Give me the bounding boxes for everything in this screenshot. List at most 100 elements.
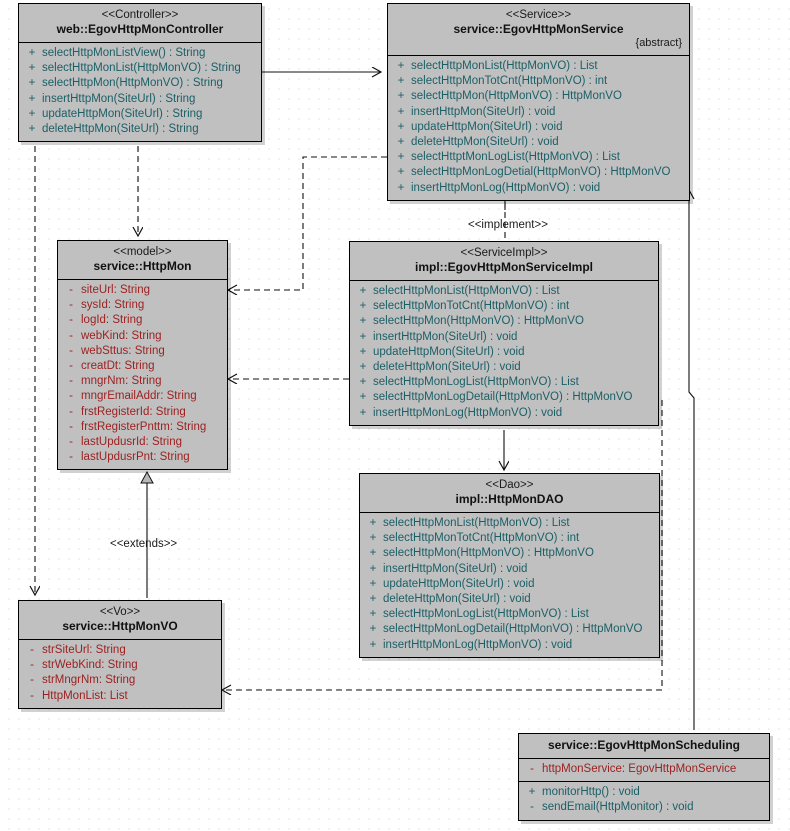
attribute-row[interactable]: -lastUpdusrId: String — [58, 435, 227, 450]
class-stereotype: <<Controller>> — [101, 9, 179, 21]
attribute-label: strMngrNm: String — [42, 674, 136, 687]
class-header: <<ServiceImpl>> impl::EgovHttpMonService… — [350, 242, 658, 281]
attribute-row[interactable]: -httpMonService: EgovHttpMonService — [519, 762, 769, 777]
class-box-vo-httpmonvo[interactable]: <<Vo>> service::HttpMonVO -strSiteUrl: S… — [18, 600, 222, 709]
visibility-marker: + — [397, 136, 405, 149]
class-name: web::EgovHttpMonController — [56, 22, 224, 36]
operation-row[interactable]: +selectHttpMon(HttpMonVO) : HttpMonVO — [388, 89, 689, 104]
operation-row[interactable]: + insertHttpMonLog(HttpMonVO) : void — [388, 181, 689, 196]
attribute-row[interactable]: -strMngrNm: String — [19, 673, 221, 688]
operation-label: selectHttpMon(HttpMonVO) : HttpMonVO — [373, 315, 584, 328]
operation-row[interactable]: +deleteHttpMon(SiteUrl) : void — [350, 360, 658, 375]
operation-row[interactable]: +selectHttpMonLogDetail(HttpMonVO) : Htt… — [360, 622, 659, 637]
class-header: <<Vo>> service::HttpMonVO — [19, 601, 221, 640]
operation-row[interactable]: +selectHttpMonList(HttpMonVO) : List — [388, 59, 689, 74]
visibility-marker: + — [397, 181, 405, 194]
attribute-label: mngrEmailAddr: String — [81, 390, 197, 403]
class-box-controller[interactable]: <<Controller>> web::EgovHttpMonControlle… — [18, 3, 262, 143]
attribute-row[interactable]: -frstRegisterId: String — [58, 405, 227, 420]
operation-row[interactable]: +insertHttpMon(SiteUrl) : void — [388, 105, 689, 120]
attribute-row[interactable]: -webKind: String — [58, 329, 227, 344]
visibility-marker: - — [69, 390, 73, 403]
abstract-tag: {abstract} — [635, 37, 682, 49]
operation-label: selectHttpMonList(HttpMonVO) : List — [411, 60, 598, 72]
operation-row[interactable]: +selectHttptMonLogList(HttpMonVO) : List — [388, 150, 689, 165]
operation-row[interactable]: +insertHttpMonLog(HttpMonVO) : void — [360, 638, 659, 653]
attribute-row[interactable]: -strWebKind: String — [19, 658, 221, 673]
operation-row[interactable]: +updateHttpMon(SiteUrl) : String — [19, 107, 261, 122]
operation-row[interactable]: +selectHttpMonListView() : String — [19, 46, 261, 61]
operation-row[interactable]: +selectHttpMon(HttpMonVO) : HttpMonVO — [350, 314, 658, 329]
visibility-marker: - — [69, 329, 73, 342]
attribute-row[interactable]: -lastUpdusrPnt: String — [58, 450, 227, 465]
class-box-serviceimpl[interactable]: <<ServiceImpl>> impl::EgovHttpMonService… — [349, 241, 659, 426]
operation-row[interactable]: +selectHttpMonTotCnt(HttpMonVO) : int — [350, 299, 658, 314]
visibility-marker: - — [30, 674, 34, 687]
operation-row[interactable]: +insertHttpMon(SiteUrl) : void — [360, 562, 659, 577]
operation-row[interactable]: +deleteHttpMon(SiteUrl) : void — [360, 592, 659, 607]
visibility-marker: + — [369, 532, 377, 545]
operation-row[interactable]: +updateHttpMon(SiteUrl) : void — [360, 577, 659, 592]
class-name: service::HttpMon — [93, 259, 192, 273]
operation-row[interactable]: +updateHttpMon(SiteUrl) : void — [388, 120, 689, 135]
operation-row[interactable]: -sendEmail(HttpMonitor) : void — [519, 800, 769, 815]
visibility-marker: + — [369, 623, 377, 636]
class-header: service::EgovHttpMonScheduling — [519, 734, 769, 759]
attribute-row[interactable]: -mngrEmailAddr: String — [58, 389, 227, 404]
visibility-marker: - — [30, 659, 34, 672]
visibility-marker: + — [359, 391, 367, 404]
attribute-row[interactable]: -mngrNm: String — [58, 374, 227, 389]
operation-label: selectHttpMonListView() : String — [42, 47, 206, 59]
visibility-marker: - — [69, 436, 73, 449]
operation-row[interactable]: +insertHttpMon(SiteUrl) : void — [350, 330, 658, 345]
operation-row[interactable]: +selectHttpMonTotCnt(HttpMonVO) : int — [388, 74, 689, 89]
operation-row[interactable]: +selectHttpMonList(HttpMonVO) : String — [19, 61, 261, 76]
operation-row[interactable]: +selectHttpMonLogList(HttpMonVO) : List — [360, 607, 659, 622]
operation-row[interactable]: +monitorHttp() : void — [519, 785, 769, 800]
class-box-dao[interactable]: <<Dao>> impl::HttpMonDAO +selectHttpMonL… — [359, 473, 660, 658]
operation-label: selectHttpMonList(HttpMonVO) : String — [42, 62, 241, 75]
attribute-label: httpMonService: EgovHttpMonService — [542, 763, 737, 775]
class-header: <<Service>> service::EgovHttpMonService … — [388, 4, 689, 56]
operation-row[interactable]: +selectHttpMonLogDetail(HttpMonVO) : Htt… — [350, 390, 658, 405]
visibility-marker: + — [359, 406, 367, 419]
visibility-marker: + — [359, 376, 367, 389]
operation-row[interactable]: +selectHttpMon(HttpMonVO) : HttpMonVO — [360, 546, 659, 561]
operation-row[interactable]: +selectHttpMonTotCnt(HttpMonVO) : int — [360, 531, 659, 546]
operation-row[interactable]: +deleteHttpMon(SiteUrl) : void — [388, 135, 689, 150]
class-box-scheduling[interactable]: service::EgovHttpMonScheduling -httpMonS… — [518, 733, 770, 821]
visibility-marker: - — [69, 405, 73, 418]
visibility-marker: - — [69, 375, 73, 388]
operation-row[interactable]: +selectHttpMon(HttpMonVO) : String — [19, 76, 261, 91]
operation-row[interactable]: +selectHttpMonLogList(HttpMonVO) : List — [350, 375, 658, 390]
visibility-marker: - — [69, 451, 73, 464]
operation-label: updateHttpMon(SiteUrl) : String — [42, 107, 203, 120]
visibility-marker: - — [30, 644, 34, 656]
attribute-row[interactable]: -frstRegisterPnttm: String — [58, 420, 227, 435]
visibility-marker: - — [530, 801, 534, 814]
attribute-row[interactable]: -creatDt: String — [58, 359, 227, 374]
operation-label: updateHttpMon(SiteUrl) : void — [383, 577, 535, 590]
attribute-row[interactable]: -strSiteUrl: String — [19, 643, 221, 658]
operation-row[interactable]: +deleteHttpMon(SiteUrl) : String — [19, 122, 261, 137]
attribute-row[interactable]: -webSttus: String — [58, 344, 227, 359]
operation-row[interactable]: +selectHttpMonList(HttpMonVO) : List — [360, 516, 659, 531]
operation-label: insertHttpMonLog(HttpMonVO) : void — [411, 181, 601, 194]
attribute-row[interactable]: -sysId: String — [58, 298, 227, 313]
operation-row[interactable]: +insertHttpMon(SiteUrl) : String — [19, 92, 261, 107]
visibility-marker: + — [369, 547, 377, 560]
class-stereotype: <<Service>> — [505, 9, 572, 21]
operation-row[interactable]: +insertHttpMonLog(HttpMonVO) : void — [350, 406, 658, 421]
attribute-label: logId: String — [81, 314, 143, 327]
operation-row[interactable]: +updateHttpMon(SiteUrl) : void — [350, 345, 658, 360]
attribute-row[interactable]: -logId: String — [58, 313, 227, 328]
attribute-row[interactable]: -HttpMonList: List — [19, 689, 221, 704]
class-box-service[interactable]: <<Service>> service::EgovHttpMonService … — [387, 3, 690, 201]
edge-label-extends: <<extends>> — [110, 538, 178, 550]
operation-row[interactable]: +selectHttpMonList(HttpMonVO) : List — [350, 284, 658, 299]
operation-row[interactable]: +selectHttpMonLogDetial(HttpMonVO) : Htt… — [388, 165, 689, 180]
operation-label: updateHttpMon(SiteUrl) : void — [411, 120, 563, 133]
attribute-row[interactable]: -siteUrl: String — [58, 283, 227, 298]
class-box-model-httpmon[interactable]: <<model>> service::HttpMon -siteUrl: Str… — [57, 240, 228, 471]
